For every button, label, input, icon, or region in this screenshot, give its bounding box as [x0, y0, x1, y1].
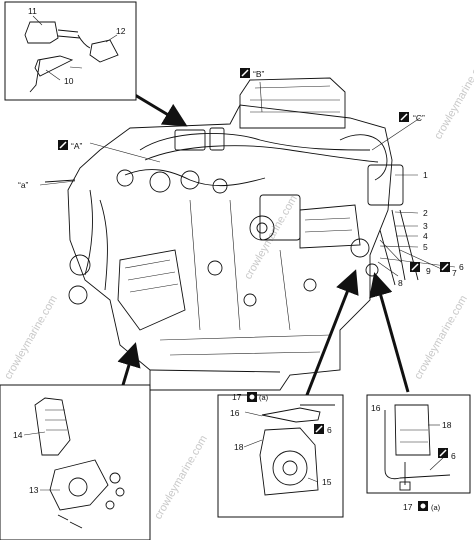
callout-5: 5	[423, 242, 428, 252]
inset-top-left	[4, 1, 137, 101]
wrench-icon	[58, 140, 68, 150]
callout-16: 16	[230, 408, 240, 418]
callout-12: 12	[116, 26, 126, 36]
engine-illustration	[44, 77, 419, 391]
view-label-c: “C”	[413, 113, 425, 123]
view-arrows	[117, 90, 410, 401]
callout-8: 8	[398, 278, 403, 288]
callout-13: 13	[29, 485, 39, 495]
callout-17-right: 17	[403, 502, 413, 512]
callout-18: 18	[234, 442, 244, 452]
oil-can-icon	[418, 501, 428, 511]
callout-2: 2	[423, 208, 428, 218]
badge-a-right: (a)	[431, 503, 441, 512]
callout-17: 17	[232, 392, 242, 402]
callout-18-right: 18	[442, 420, 452, 430]
inset-bottom-right	[366, 394, 471, 494]
leader-lines	[39, 81, 456, 277]
oil-can-icon	[247, 392, 257, 402]
callout-16-right: 16	[371, 403, 381, 413]
inset-bottom-center	[217, 394, 344, 518]
wrench-icon	[314, 424, 324, 434]
callout-11: 11	[28, 6, 37, 16]
callout-3: 3	[423, 221, 428, 231]
badge-a: (a)	[259, 393, 269, 402]
callout-1: 1	[423, 170, 428, 180]
callout-9: 9	[426, 266, 431, 276]
callout-6: 6	[459, 262, 464, 272]
callout-6-center: 6	[327, 425, 332, 435]
wrench-icon	[438, 448, 448, 458]
wrench-icon	[399, 112, 409, 122]
view-label-a: “A”	[71, 141, 83, 151]
watermark: crowleymarine.com	[412, 293, 470, 381]
watermark: crowleymarine.com	[242, 193, 300, 281]
view-label-a-lower: “a”	[18, 180, 29, 190]
watermark: crowleymarine.com	[2, 293, 60, 381]
callout-7: 7	[452, 268, 457, 278]
callout-6-right: 6	[451, 451, 456, 461]
watermark: crowleymarine.com	[432, 53, 474, 141]
wrench-icon	[240, 68, 250, 78]
wrench-icon	[440, 262, 450, 272]
view-label-b: “B”	[253, 69, 265, 79]
callout-10: 10	[64, 76, 74, 86]
callout-15: 15	[322, 477, 332, 487]
callout-14: 14	[13, 430, 23, 440]
callout-4: 4	[423, 231, 428, 241]
watermark: crowleymarine.com	[152, 433, 210, 521]
inset-bottom-left	[0, 384, 151, 540]
wrench-icon	[410, 262, 420, 272]
